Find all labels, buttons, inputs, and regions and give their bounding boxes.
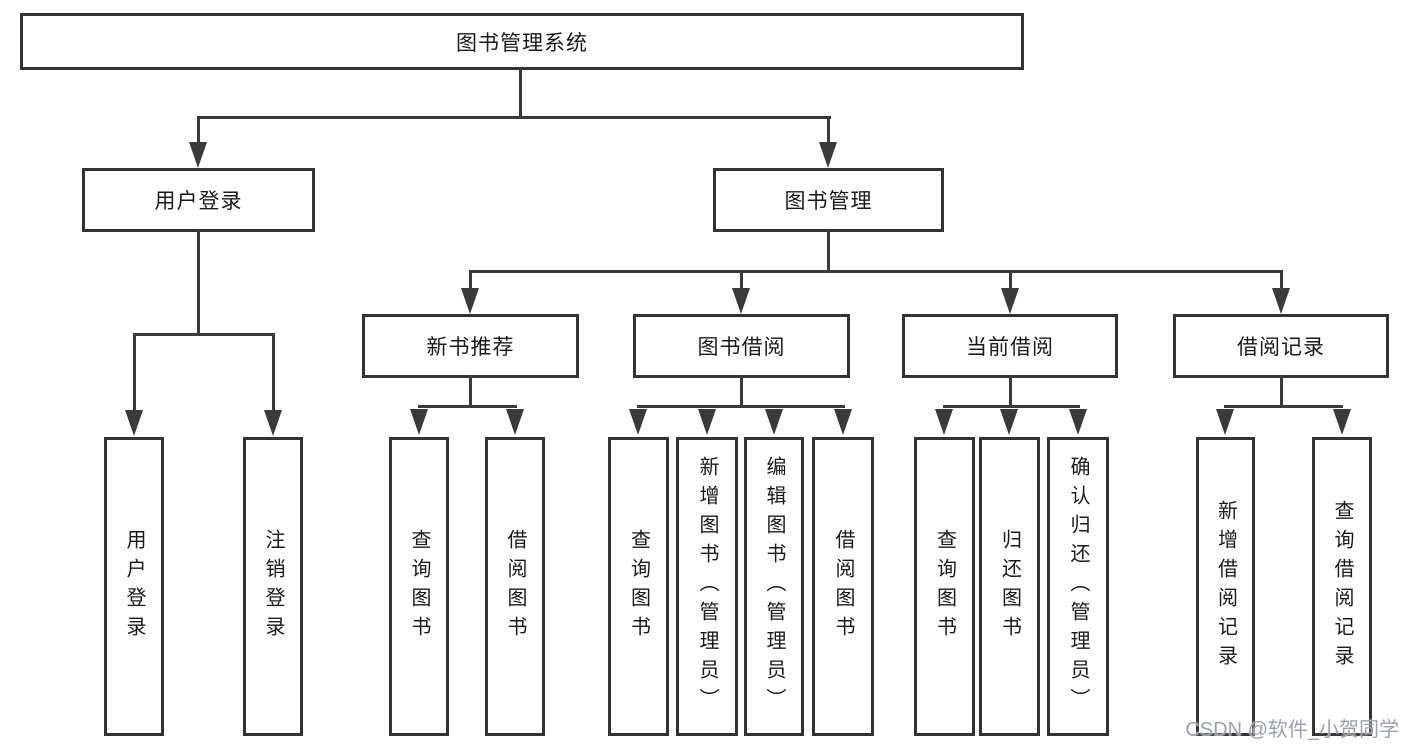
arrow-down-icon xyxy=(834,409,852,435)
node-user-login-label: 用户登录 xyxy=(154,190,243,213)
arrow-down-icon xyxy=(1272,288,1290,314)
connector-line xyxy=(469,270,472,291)
arrow-down-icon xyxy=(1001,288,1019,314)
leaf-add-books-admin-label: 新增图书（管理员） xyxy=(696,456,718,717)
connector-line xyxy=(519,67,522,118)
leaf-borrow-books-label: 借阅图书 xyxy=(832,528,854,645)
connector-line xyxy=(1280,270,1283,291)
leaf-borrow-books: 借阅图书 xyxy=(812,437,874,736)
leaf-edit-books-admin-label: 编辑图书（管理员） xyxy=(763,456,785,717)
node-borrowing-records-label: 借阅记录 xyxy=(1237,336,1325,359)
arrow-down-icon xyxy=(125,410,143,436)
connector-line xyxy=(1009,270,1012,291)
leaf-edit-books-admin: 编辑图书（管理员） xyxy=(744,437,804,736)
arrow-down-icon xyxy=(819,142,837,168)
leaf-return-books: 归还图书 xyxy=(979,437,1040,736)
node-book-borrowing-label: 图书借阅 xyxy=(697,336,786,359)
connector-line xyxy=(740,375,743,408)
arrow-down-icon xyxy=(698,409,716,435)
arrow-down-icon xyxy=(1216,409,1234,435)
leaf-logout-label: 注销登录 xyxy=(262,528,284,645)
leaf-query-books-borrowing: 查询图书 xyxy=(608,437,669,736)
connector-line xyxy=(740,270,743,291)
leaf-add-books-admin: 新增图书（管理员） xyxy=(676,437,738,736)
leaf-user-login: 用户登录 xyxy=(104,437,164,736)
leaf-query-books-recommend: 查询图书 xyxy=(389,437,449,736)
connector-line xyxy=(827,229,830,273)
leaf-add-borrow-record: 新增借阅记录 xyxy=(1196,437,1255,736)
connector-line xyxy=(637,405,845,408)
node-book-management-label: 图书管理 xyxy=(784,190,873,213)
leaf-borrow-books-recommend-label: 借阅图书 xyxy=(504,528,526,645)
connector-line xyxy=(1224,405,1343,408)
connector-line xyxy=(469,270,1283,273)
arrow-down-icon xyxy=(461,288,479,314)
leaf-logout: 注销登录 xyxy=(243,437,303,736)
arrow-down-icon xyxy=(629,409,647,435)
leaf-query-books-current: 查询图书 xyxy=(914,437,975,736)
arrow-down-icon xyxy=(765,409,783,435)
node-current-borrowing: 当前借阅 xyxy=(902,314,1118,378)
connector-line xyxy=(133,333,136,413)
arrow-down-icon xyxy=(1333,409,1351,435)
node-book-management: 图书管理 xyxy=(713,168,944,232)
node-new-book-recommend: 新书推荐 xyxy=(362,314,579,378)
leaf-user-login-label: 用户登录 xyxy=(123,528,145,645)
leaf-confirm-return-admin-label: 确认归还（管理员） xyxy=(1067,456,1089,717)
arrow-down-icon xyxy=(264,410,282,436)
connector-line xyxy=(272,333,275,413)
connector-line xyxy=(469,375,472,408)
leaf-query-borrow-record: 查询借阅记录 xyxy=(1312,437,1372,736)
connector-line xyxy=(197,116,200,146)
connector-line xyxy=(827,116,830,146)
leaf-return-books-label: 归还图书 xyxy=(998,528,1021,645)
arrow-down-icon xyxy=(410,409,428,435)
connector-line xyxy=(1009,375,1012,408)
node-book-borrowing: 图书借阅 xyxy=(633,314,850,378)
arrow-down-icon xyxy=(506,409,524,435)
leaf-borrow-books-recommend: 借阅图书 xyxy=(485,437,545,736)
node-user-login: 用户登录 xyxy=(82,168,315,232)
leaf-query-borrow-record-label: 查询借阅记录 xyxy=(1331,499,1353,674)
arrow-down-icon xyxy=(1069,409,1087,435)
node-root-label: 图书管理系统 xyxy=(456,31,588,55)
connector-line xyxy=(1280,375,1283,408)
leaf-confirm-return-admin: 确认归还（管理员） xyxy=(1047,437,1109,736)
leaf-query-books-recommend-label: 查询图书 xyxy=(408,528,430,645)
connector-line xyxy=(197,229,200,335)
arrow-down-icon xyxy=(189,142,207,168)
watermark-text: CSDN @软件_小贺同学 xyxy=(1185,719,1399,741)
connector-line xyxy=(943,405,1080,408)
node-borrowing-records: 借阅记录 xyxy=(1173,314,1389,378)
arrow-down-icon xyxy=(1000,409,1018,435)
connector-line xyxy=(418,405,517,408)
node-root-system: 图书管理系统 xyxy=(20,13,1024,70)
leaf-query-books-borrowing-label: 查询图书 xyxy=(627,528,650,645)
leaf-add-borrow-record-label: 新增借阅记录 xyxy=(1214,499,1237,674)
connector-line xyxy=(197,116,831,119)
node-new-book-recommend-label: 新书推荐 xyxy=(426,336,515,359)
arrow-down-icon xyxy=(732,288,750,314)
leaf-query-books-current-label: 查询图书 xyxy=(933,528,956,645)
arrow-down-icon xyxy=(935,409,953,435)
node-current-borrowing-label: 当前借阅 xyxy=(966,336,1054,359)
connector-line xyxy=(133,333,275,336)
